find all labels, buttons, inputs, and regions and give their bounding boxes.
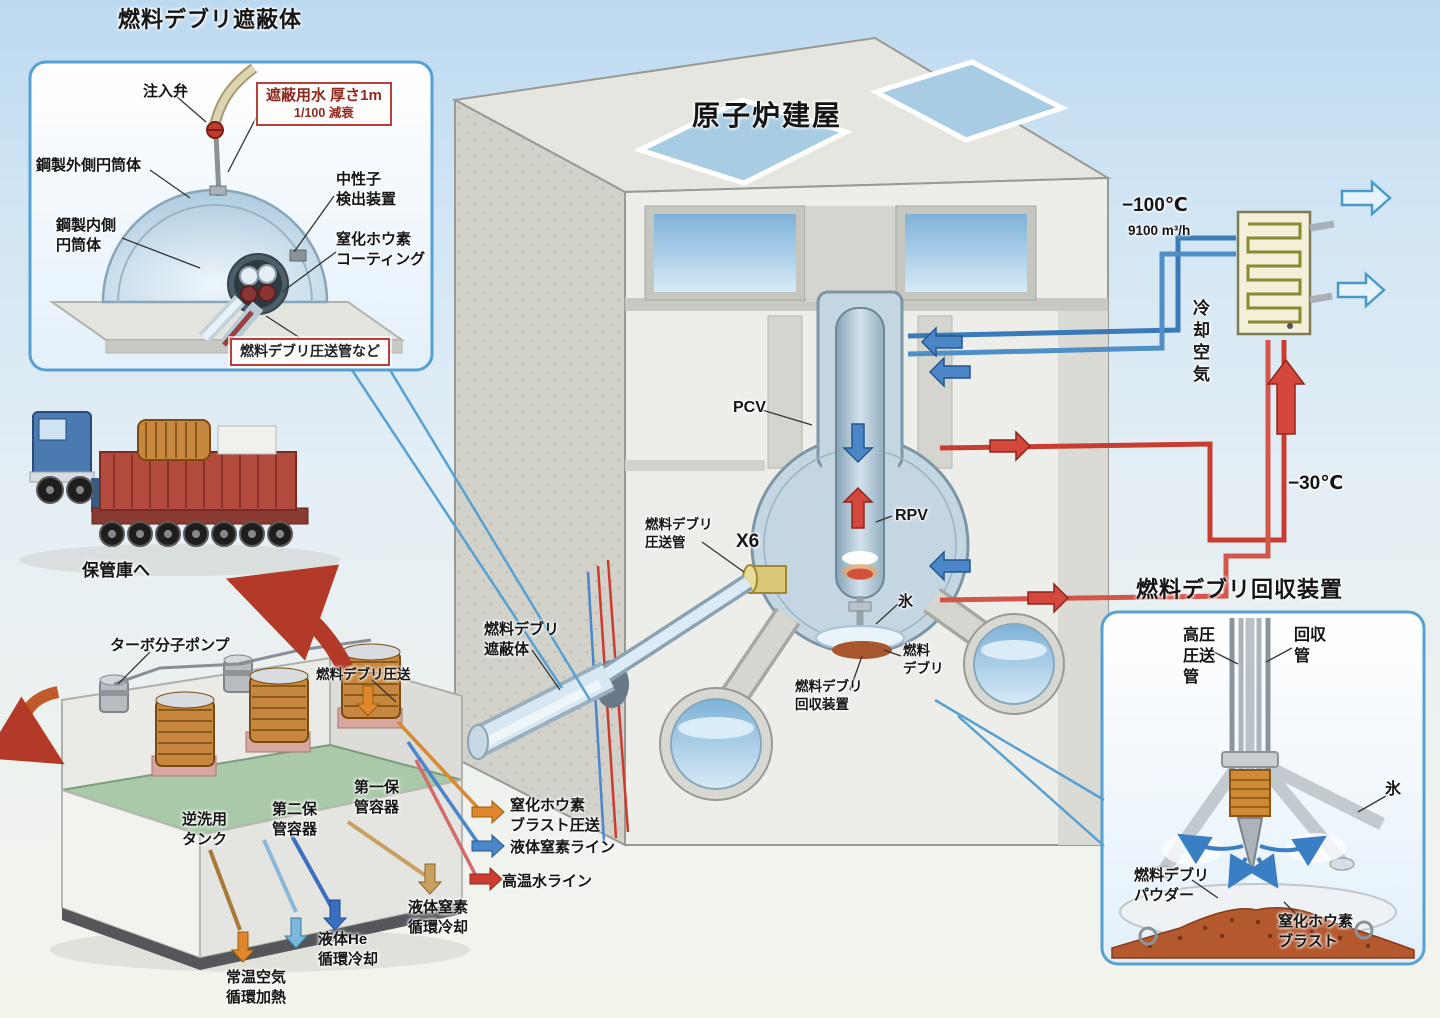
debris-powder-pile [1111,907,1415,959]
label-turbo-pump: ターボ分子ポンプ [110,637,230,654]
label-bn-blast-line: 窒化ホウ素 ブラスト圧送 [510,797,600,834]
air-out-arrow-top [1340,179,1392,217]
hot-air-up-arrow [1266,358,1306,435]
label-storage1: 第一保 管容器 [354,779,400,816]
label-cooling-air: 冷 却 空 気 [1193,299,1210,385]
flow-arrows [842,326,1070,614]
label-minus30: −30℃ [1288,473,1344,494]
label-storage2: 第二保 管容器 [272,801,318,838]
spent-fuel-pools [644,205,1037,302]
label-flow-rate: 9100 m³/h [1128,223,1191,238]
transport-truck [20,411,340,576]
roof-pool-left [633,97,853,186]
label-injection-valve: 注入弁 [143,83,189,100]
processing-unit [50,638,480,972]
shield-cask [137,419,211,461]
inset-shield-title: 燃料デブリ遮蔽体 [118,7,303,32]
label-debris-powder: 燃料デブリ パウダー [1134,867,1210,904]
label-minus100: −100℃ [1122,195,1188,216]
label-rpv: RPV [895,507,928,524]
hot-water-arrow [469,866,503,892]
fuel-debris-pile [832,641,892,659]
debris-in-arrow [355,685,381,717]
heater-coil [1229,769,1271,817]
label-recovery-device: 燃料デブリ 回収装置 [795,679,863,712]
label-debris-shield: 燃料デブリ 遮蔽体 [484,621,560,658]
label-inner-cylinder: 鋼製内側 円筒体 [56,217,117,254]
label-to-storage: 保管庫へ [82,561,150,580]
inset-shield [28,60,434,372]
label-outer-cylinder: 鋼製外側円筒体 [36,157,142,174]
label-liquid-he: 液体He 循環冷却 [318,931,379,968]
air-out-arrow-bottom [1336,271,1386,309]
label-hp-pipe: 高圧 圧送 管 [1183,627,1216,686]
pipe-bundle [1221,618,1279,873]
label-backwash-tank: 逆洗用 タンク [182,811,228,848]
label-bn-coating: 窒化ホウ素 コーティング [336,231,426,268]
inset1-callouts [121,95,337,339]
label-pcv: PCV [733,399,766,416]
equipment-box [217,425,277,455]
storage-vessels [113,638,403,777]
ice-in-rpv [842,551,878,565]
inset2-callouts [1191,647,1387,921]
molten-debris [847,568,873,580]
roof-pool-right [869,59,1069,143]
label-ice-2: 氷 [1385,781,1402,798]
pipe-tunnel [198,253,289,349]
inset2-leaders [934,698,1105,847]
debris-transfer-pipe [467,574,753,760]
building-title: 原子炉建屋 [692,100,843,131]
label-bn-blast-2: 窒化ホウ素 ブラスト [1278,913,1354,950]
spray-arrows [1177,833,1327,889]
bn-blast-arrow [471,799,505,825]
cooling-loop [907,179,1392,603]
heat-exchanger [1236,210,1335,336]
debris-pipe-note: 燃料デブリ圧送管など [230,338,390,366]
air-in-arrow [230,931,256,963]
blast-nozzle [1236,817,1264,873]
label-n2-line: 液体窒素ライン [510,839,616,856]
label-liquid-n2: 液体窒素 循環冷却 [408,899,469,936]
shield-water-line2: 1/100 減衰 [294,105,354,120]
truck-wheels [36,476,293,547]
label-x6: X6 [736,531,760,552]
pedestal-area [815,596,905,659]
label-hot-water-line: 高温水ライン [502,873,593,890]
label-recovery-pipe: 回収 管 [1294,627,1327,665]
label-debris-pipe: 燃料デブリ 圧送管 [645,517,713,550]
reactor-building [451,36,1112,847]
n2-line-arrow [471,833,505,859]
main-callouts [117,409,902,703]
liquid-he-arrow [322,899,348,931]
liquid-n2-arrow [417,863,443,895]
label-ice: 氷 [898,593,914,610]
suppression-chamber [659,587,1065,801]
inset-recovery [1100,610,1426,966]
label-debris-transfer: 燃料デブリ圧送 [316,667,411,682]
label-neutron-detector: 中性子 検出装置 [336,171,397,208]
shield-water-note: 遮蔽用水 厚さ1m 1/100 減衰 [256,82,392,127]
line-legend [469,799,505,892]
label-fuel-debris: 燃料 デブリ [903,643,944,676]
injection-valve [206,63,258,197]
inset1-leaders [350,369,592,701]
inset-recovery-title: 燃料デブリ回収装置 [1136,577,1344,602]
transport-route-arrows [0,564,353,765]
shield-water-line1: 遮蔽用水 厚さ1m [266,87,382,104]
label-ambient-air: 常温空気 循環加熱 [226,969,287,1006]
cold-gas-arrow [283,917,309,949]
